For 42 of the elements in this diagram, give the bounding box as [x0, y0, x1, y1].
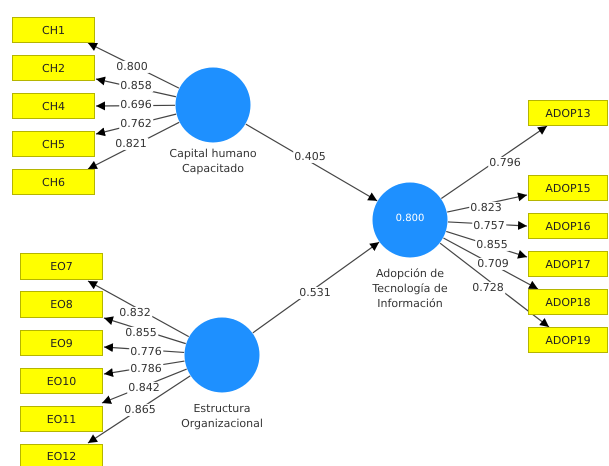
arrow — [252, 242, 380, 334]
edge-label: 0.531 — [298, 286, 332, 300]
edge-label: 0.823 — [469, 202, 503, 214]
edge-label: 0.865 — [123, 404, 157, 416]
indicator-box: EO10 — [20, 368, 103, 394]
edge-label: 0.842 — [127, 382, 161, 394]
arrow — [441, 126, 548, 199]
construct-label: Estructura Organizacional — [180, 402, 264, 432]
indicator-box: EO9 — [20, 330, 103, 356]
edge-label: 0.405 — [293, 150, 327, 164]
indicator-box: CH2 — [12, 55, 95, 81]
edge-label: 0.796 — [488, 156, 522, 170]
indicator-box: EO11 — [20, 406, 103, 432]
r-squared-value: 0.800 — [394, 213, 426, 224]
edge-label: 0.832 — [118, 306, 152, 320]
construct-label: Capital humano Capacitado — [168, 147, 258, 177]
indicator-box: EO7 — [20, 253, 103, 280]
edge-label: 0.800 — [115, 60, 149, 74]
edge-label: 0.855 — [475, 238, 509, 252]
edge-label: 0.821 — [114, 138, 148, 150]
indicator-box: CH1 — [12, 17, 95, 43]
indicator-box: CH4 — [12, 93, 95, 119]
indicator-box: ADOP16 — [528, 213, 608, 239]
indicator-box: ADOP15 — [528, 175, 608, 201]
indicator-box: EO8 — [20, 291, 103, 318]
indicator-box: CH6 — [12, 169, 95, 195]
indicator-box: ADOP18 — [528, 289, 608, 315]
indicator-box: ADOP17 — [528, 251, 608, 277]
edge-label: 0.757 — [472, 220, 506, 232]
edge-label: 0.786 — [129, 362, 163, 376]
indicator-box: EO12 — [20, 444, 103, 466]
edge-label: 0.858 — [119, 80, 153, 92]
edge-label: 0.709 — [476, 258, 510, 270]
indicator-box: CH5 — [12, 131, 95, 157]
edge-label: 0.762 — [119, 118, 153, 130]
construct-label: Adopción de Tecnología de Información — [371, 267, 449, 312]
edge-label: 0.776 — [129, 346, 163, 358]
edge-label: 0.728 — [471, 282, 505, 294]
edge-label: 0.855 — [124, 326, 158, 340]
indicator-box: ADOP19 — [528, 327, 608, 353]
edge-label: 0.696 — [119, 98, 153, 112]
indicator-box: ADOP13 — [528, 100, 608, 126]
